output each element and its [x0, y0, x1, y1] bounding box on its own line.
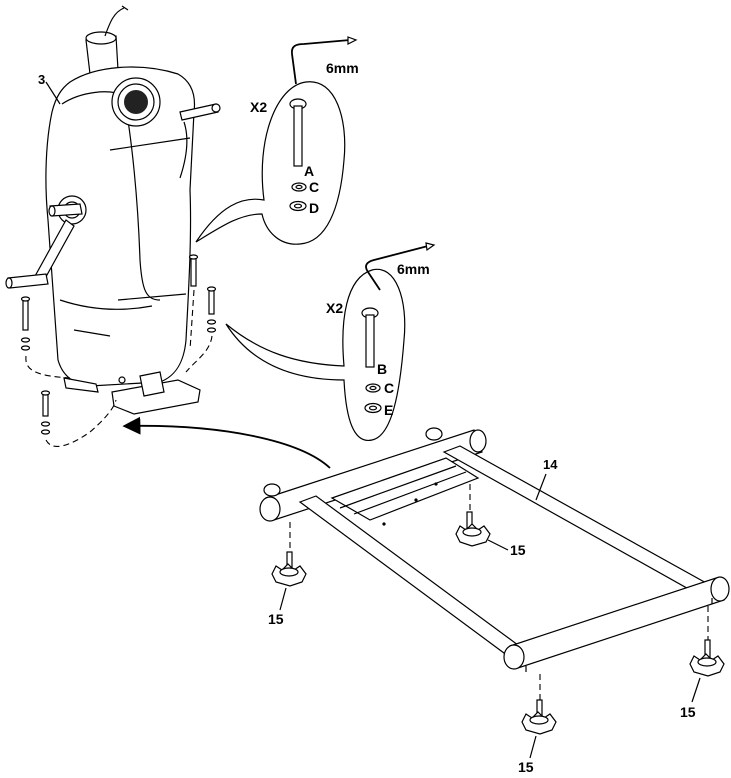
- callout-top-washer2-letter: D: [309, 200, 319, 216]
- upper-unit-body: [6, 6, 220, 414]
- part-3-label: 3: [38, 72, 45, 87]
- part-15-label-center: 15: [510, 542, 526, 558]
- assembly-arrow: [126, 426, 330, 468]
- callout-bottom-washer2-letter: E: [384, 402, 393, 418]
- leveling-foot-left: [272, 522, 306, 586]
- part-15-label-left: 15: [268, 611, 284, 627]
- part-15-label-front-left: 15: [518, 759, 534, 775]
- callout-bottom-quantity: X2: [326, 300, 343, 316]
- base-frame: [260, 428, 729, 672]
- part-15-label-front-right: 15: [680, 704, 696, 720]
- callout-top-quantity: X2: [250, 99, 267, 115]
- callout-bottom: 6mm X2 B C E: [226, 243, 434, 440]
- callout-bottom-washer1-letter: C: [384, 380, 394, 396]
- callout-top-washer1-letter: C: [309, 179, 319, 195]
- callout-top-bolt-letter: A: [304, 163, 314, 179]
- callout-top: 6mm X2 A C D: [196, 37, 359, 244]
- leveling-foot-front-left: [522, 674, 556, 734]
- leveling-foot-center: [456, 484, 490, 546]
- leveling-foot-front-right: [690, 606, 724, 676]
- callout-bottom-bolt-letter: B: [377, 361, 387, 377]
- callout-bottom-wrench-size: 6mm: [397, 261, 430, 277]
- part-14-label: 14: [543, 457, 558, 472]
- callout-top-wrench-size: 6mm: [326, 60, 359, 76]
